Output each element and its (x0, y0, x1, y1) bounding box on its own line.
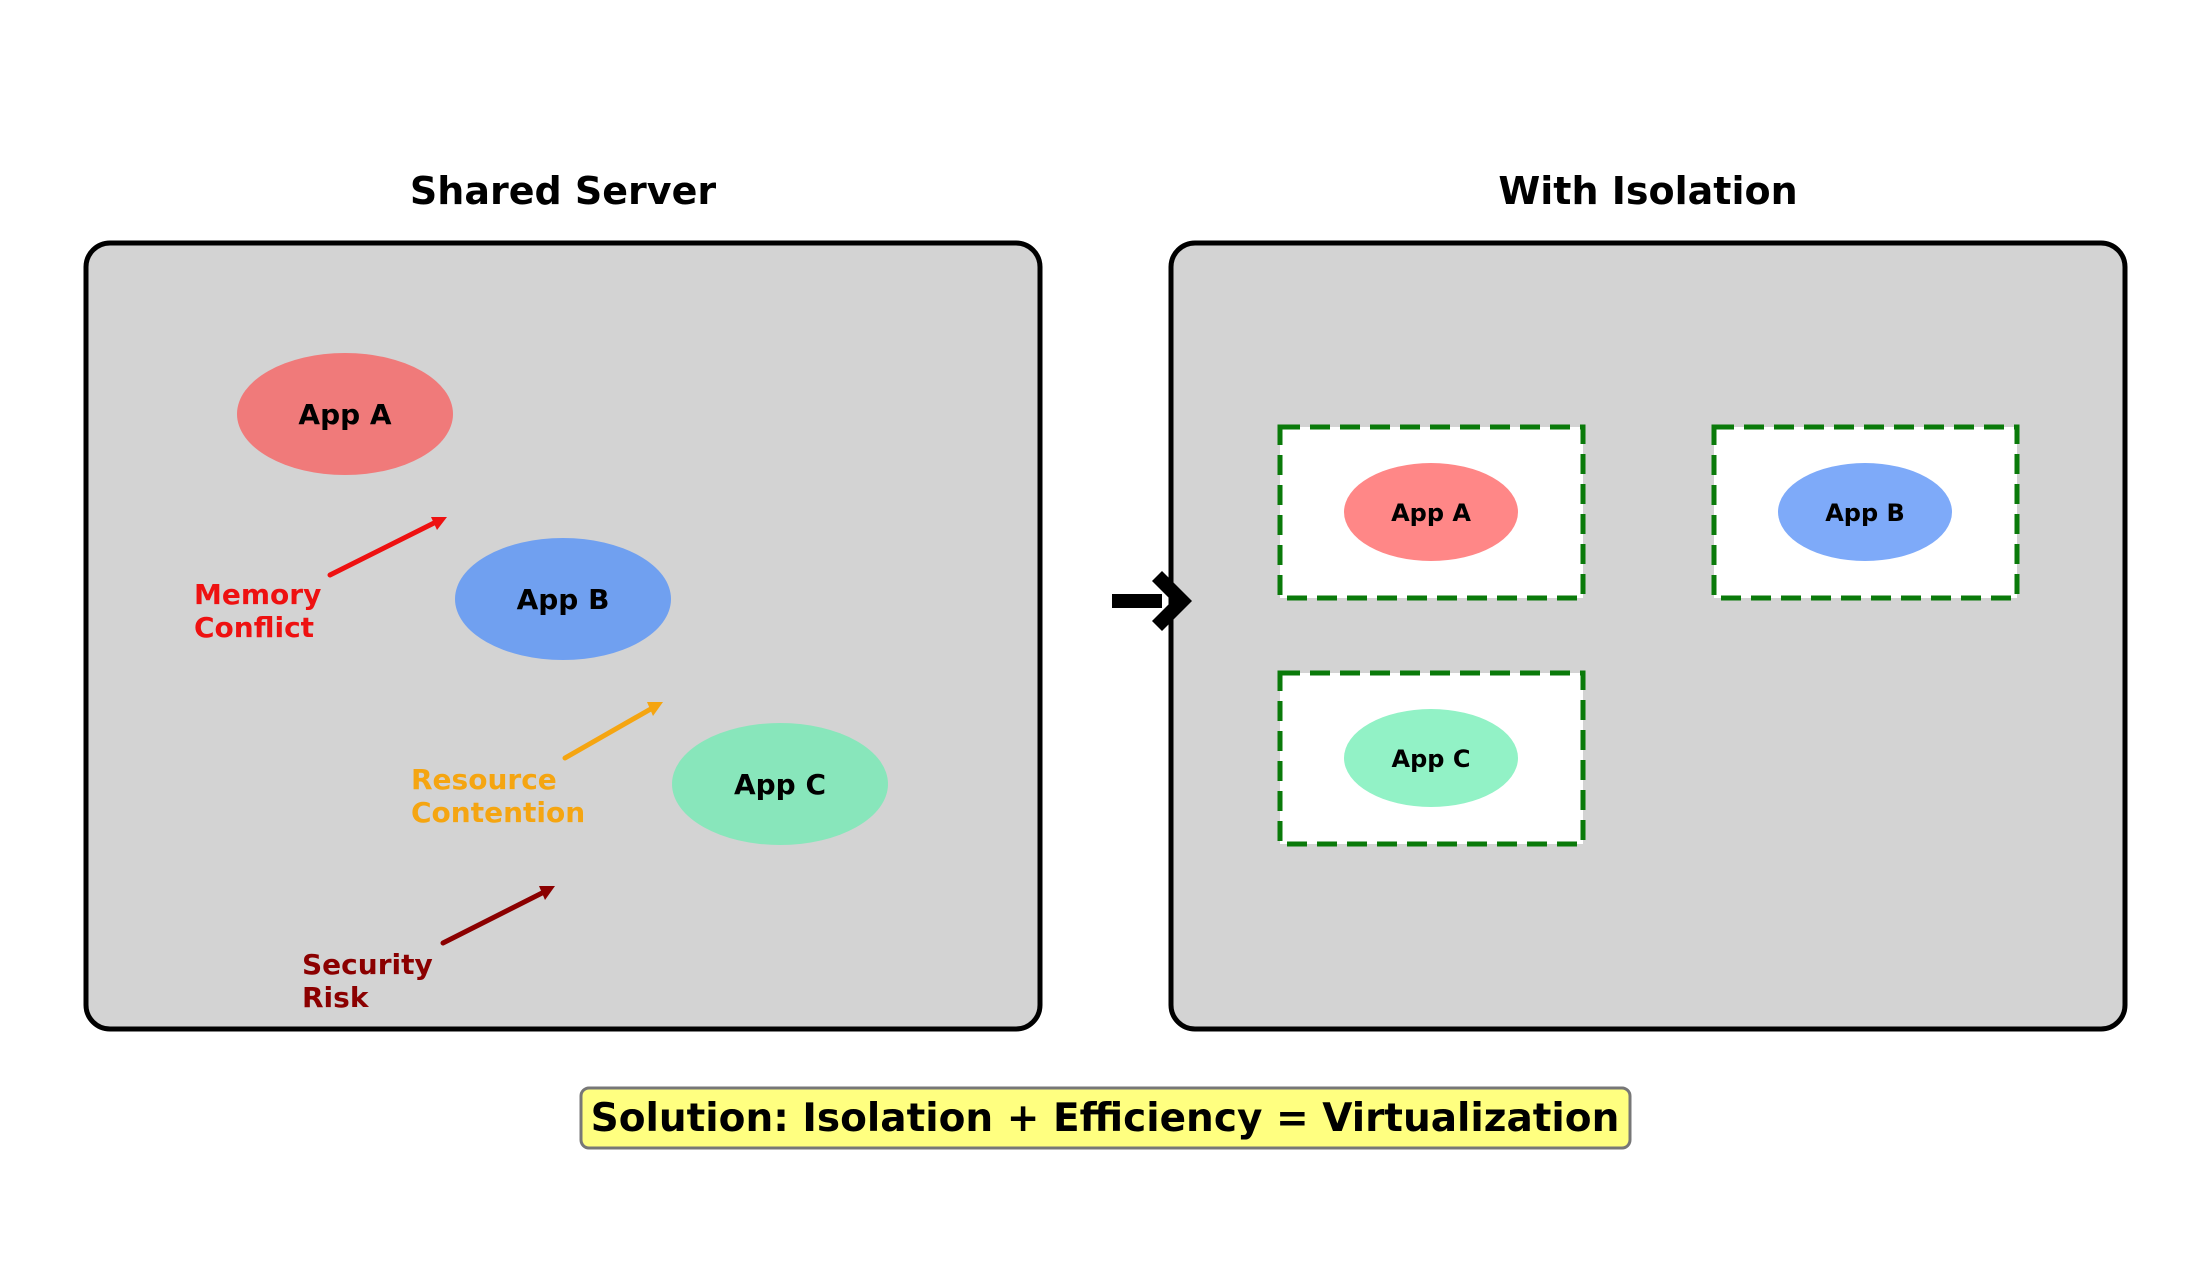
solution-banner-text: Solution: Isolation + Efficiency = Virtu… (591, 1096, 1620, 1141)
security-risk-arrow (440, 886, 555, 946)
memory-conflict-label: Memory Conflict (194, 578, 331, 644)
isolation-panel (1168, 240, 2128, 1032)
resource-contention-arrow (562, 702, 663, 761)
resource-contention-label: Resource Contention (411, 763, 585, 829)
shared-server-title: Shared Server (410, 169, 716, 213)
app-a-label: App A (298, 398, 392, 431)
container-app-b: App B (1711, 424, 2020, 601)
app-b-label: App B (517, 583, 610, 616)
app-b-node (455, 538, 671, 660)
with-isolation-title: With Isolation (1498, 169, 1797, 213)
container-app-c-label: App C (1392, 745, 1471, 773)
security-risk-label: Security Risk (302, 948, 442, 1014)
container-app-b-label: App B (1825, 499, 1905, 527)
solution-banner (579, 1086, 1632, 1150)
app-c-node (672, 723, 888, 845)
container-app-c: App C (1277, 670, 1586, 847)
app-c-label: App C (734, 768, 826, 801)
container-app-a: App A (1277, 424, 1586, 601)
memory-conflict-arrow (327, 517, 447, 578)
right-arrow-head (1172, 581, 1192, 621)
app-a-node (237, 353, 453, 475)
container-app-a-label: App A (1391, 499, 1471, 527)
